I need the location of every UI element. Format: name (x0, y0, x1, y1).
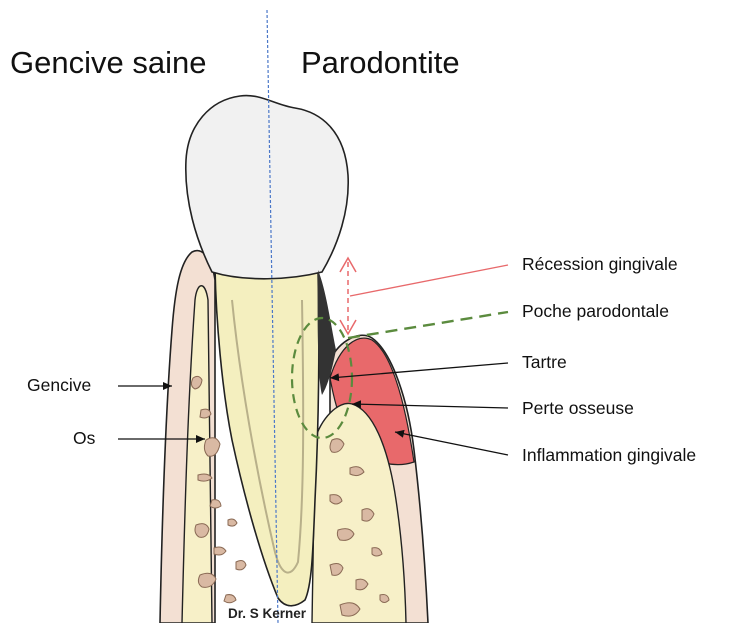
label-os: Os (73, 428, 95, 449)
recession-pointer (350, 265, 508, 296)
label-poche: Poche parodontale (522, 301, 669, 322)
heading-periodontitis: Parodontite (301, 45, 460, 81)
label-perte: Perte osseuse (522, 398, 634, 419)
heading-healthy-gum: Gencive saine (10, 45, 206, 81)
author-credit: Dr. S Kerner (228, 606, 306, 621)
pocket-pointer (348, 312, 508, 338)
label-tartre: Tartre (522, 352, 567, 373)
label-recession: Récession gingivale (522, 254, 678, 275)
tooth-crown (186, 96, 348, 279)
label-gencive: Gencive (27, 375, 91, 396)
label-inflammation: Inflammation gingivale (522, 445, 696, 466)
